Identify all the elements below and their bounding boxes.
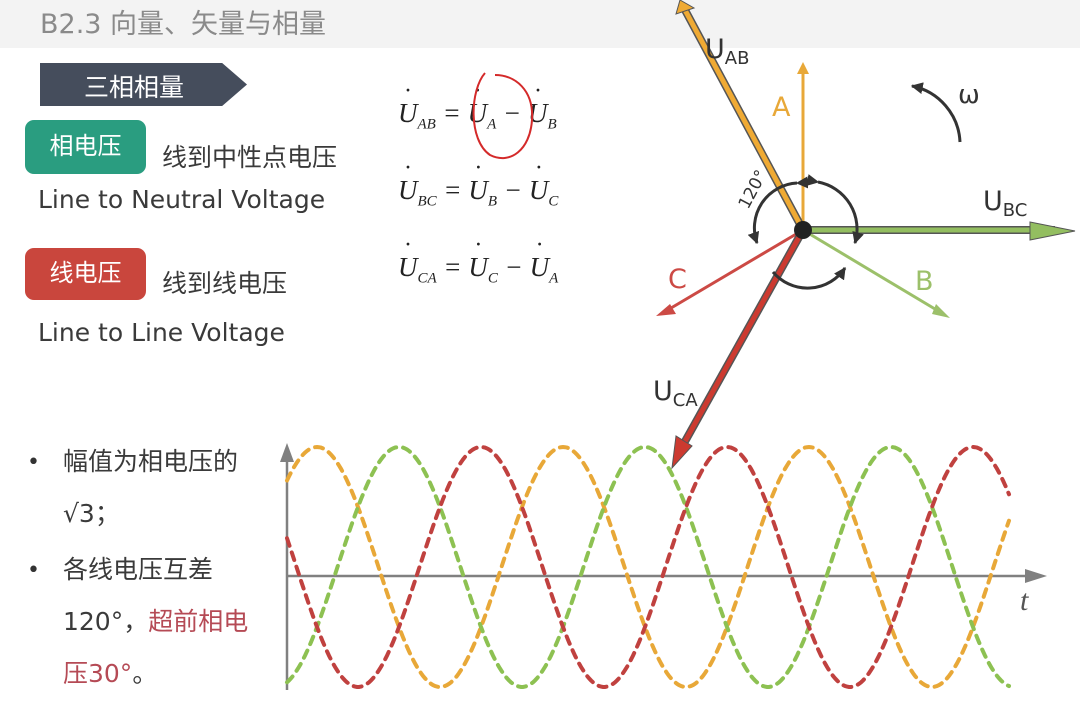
angle-arc-120	[747, 176, 809, 245]
phasor-diagram	[656, 0, 1076, 470]
label-b: B	[915, 266, 934, 297]
equation-ubc: UBC = UB − UC	[398, 155, 558, 210]
annotation-circle	[472, 72, 534, 160]
bullet-dot: •	[27, 450, 40, 475]
wave-phase-a	[285, 444, 1011, 689]
wave-phase-c	[285, 444, 1011, 689]
banner-label: 三相相量	[84, 73, 185, 102]
label-uab: UAB	[705, 34, 749, 69]
bullet-dot: •	[27, 558, 40, 583]
bullet-amplitude: 幅值为相电压的√3；	[63, 447, 239, 528]
phase-voltage-badge: 相电压	[25, 120, 146, 174]
bullet-phase: 各线电压互差120°，超前相电压30°。	[63, 555, 249, 688]
slide-title: B2.3 向量、矢量与相量	[40, 9, 327, 40]
t-axis-label: t	[1020, 584, 1029, 617]
rotation-arrow	[910, 82, 962, 143]
line-voltage-badge: 线电压	[25, 248, 146, 300]
line-voltage-desc-cn: 线到线电压	[162, 269, 288, 298]
label-angle: 120°	[735, 167, 772, 213]
waveforms	[285, 444, 1011, 689]
label-uca: UCA	[653, 376, 698, 411]
label-omega: ω	[958, 80, 980, 110]
equation-uca: UCA = UC − UA	[398, 232, 558, 287]
wave-phase-b	[285, 444, 1011, 689]
y-axis-arrow	[280, 443, 294, 462]
t-axis-arrow	[1025, 569, 1047, 583]
header-bar	[0, 0, 1080, 48]
section-banner: 三相相量	[40, 63, 247, 106]
label-a: A	[772, 92, 791, 123]
label-c: C	[668, 264, 687, 295]
label-ubc: UBC	[983, 186, 1027, 221]
line-voltage-desc-en: Line to Line Voltage	[38, 318, 285, 347]
phase-voltage-desc-en: Line to Neutral Voltage	[38, 185, 326, 214]
phase-voltage-desc-cn: 线到中性点电压	[162, 143, 338, 172]
